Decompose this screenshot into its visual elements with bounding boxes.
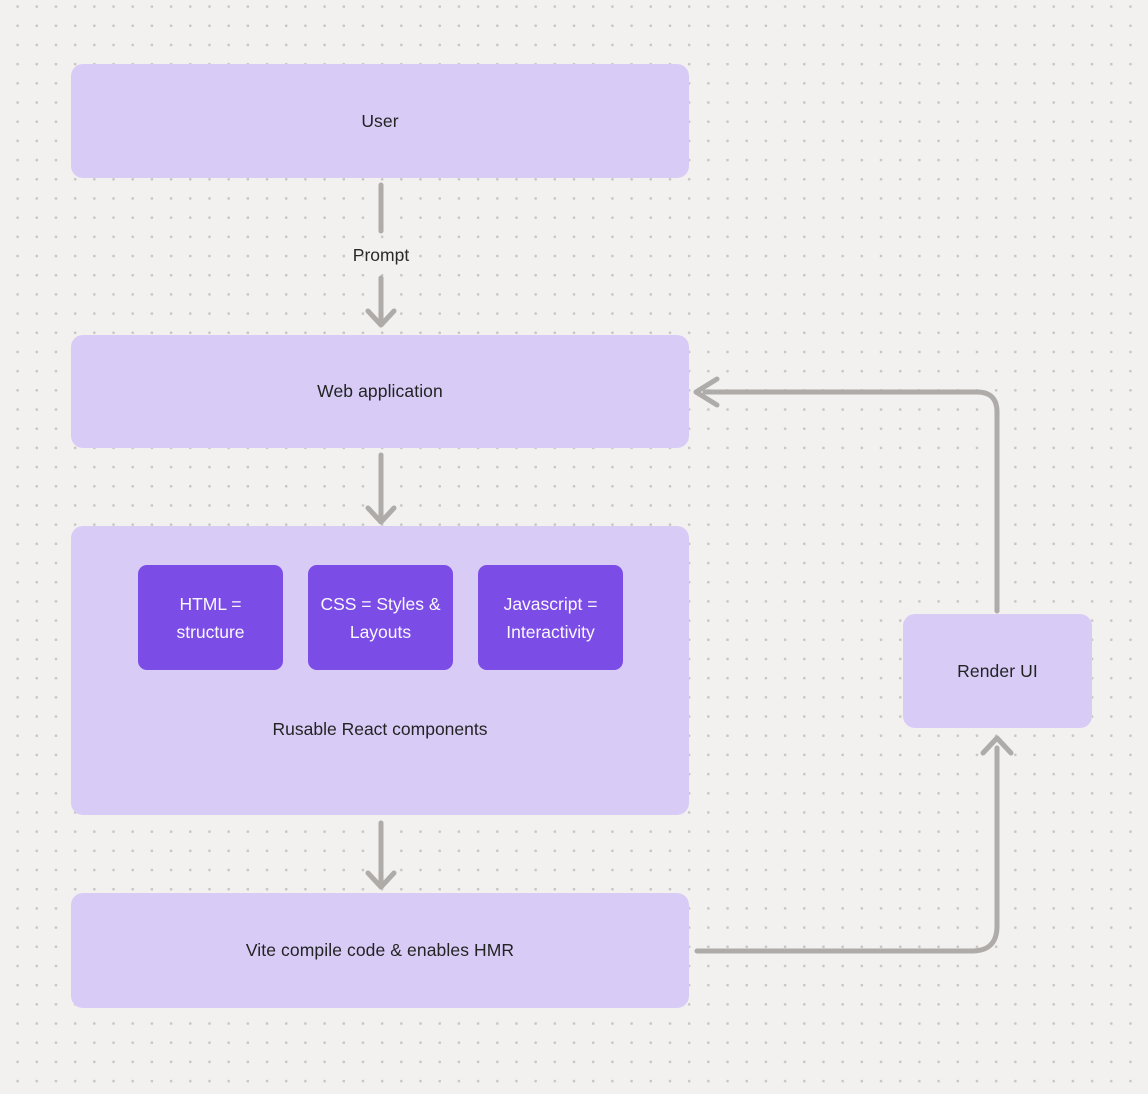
arrowhead-up-icon (980, 735, 1014, 756)
edge-renderui-to-webapp (693, 376, 1000, 614)
edge-components-to-vite (365, 820, 397, 890)
chip-css-label: CSS = Styles & Layouts (320, 593, 441, 642)
node-vite-label: Vite compile code & enables HMR (245, 940, 515, 960)
chip-html: HTML = structure (138, 565, 283, 670)
node-render-ui-label: Render UI (957, 660, 1038, 681)
arrowhead-down-icon (365, 870, 397, 890)
chip-html-label: HTML = structure (176, 593, 245, 642)
edge-webapp-to-components (365, 452, 397, 525)
node-render-ui: Render UI (903, 614, 1092, 728)
components-group-caption: Rusable React components (272, 719, 488, 739)
chip-css: CSS = Styles & Layouts (308, 565, 453, 670)
node-web-application: Web application (71, 335, 689, 448)
edge-label-prompt: Prompt (352, 245, 410, 265)
edge-vite-to-renderui (694, 735, 1014, 954)
node-user-label: User (361, 110, 399, 131)
arrowhead-down-icon (365, 308, 397, 328)
arrowhead-down-icon (365, 505, 397, 525)
node-vite: Vite compile code & enables HMR (71, 893, 689, 1008)
arrowhead-left-icon (693, 376, 720, 408)
edge-prompt-to-webapp (365, 275, 397, 328)
node-web-application-label: Web application (317, 381, 443, 401)
chip-javascript: Javascript = Interactivity (478, 565, 623, 670)
node-user: User (71, 64, 689, 178)
chip-javascript-label: Javascript = Interactivity (503, 593, 598, 642)
